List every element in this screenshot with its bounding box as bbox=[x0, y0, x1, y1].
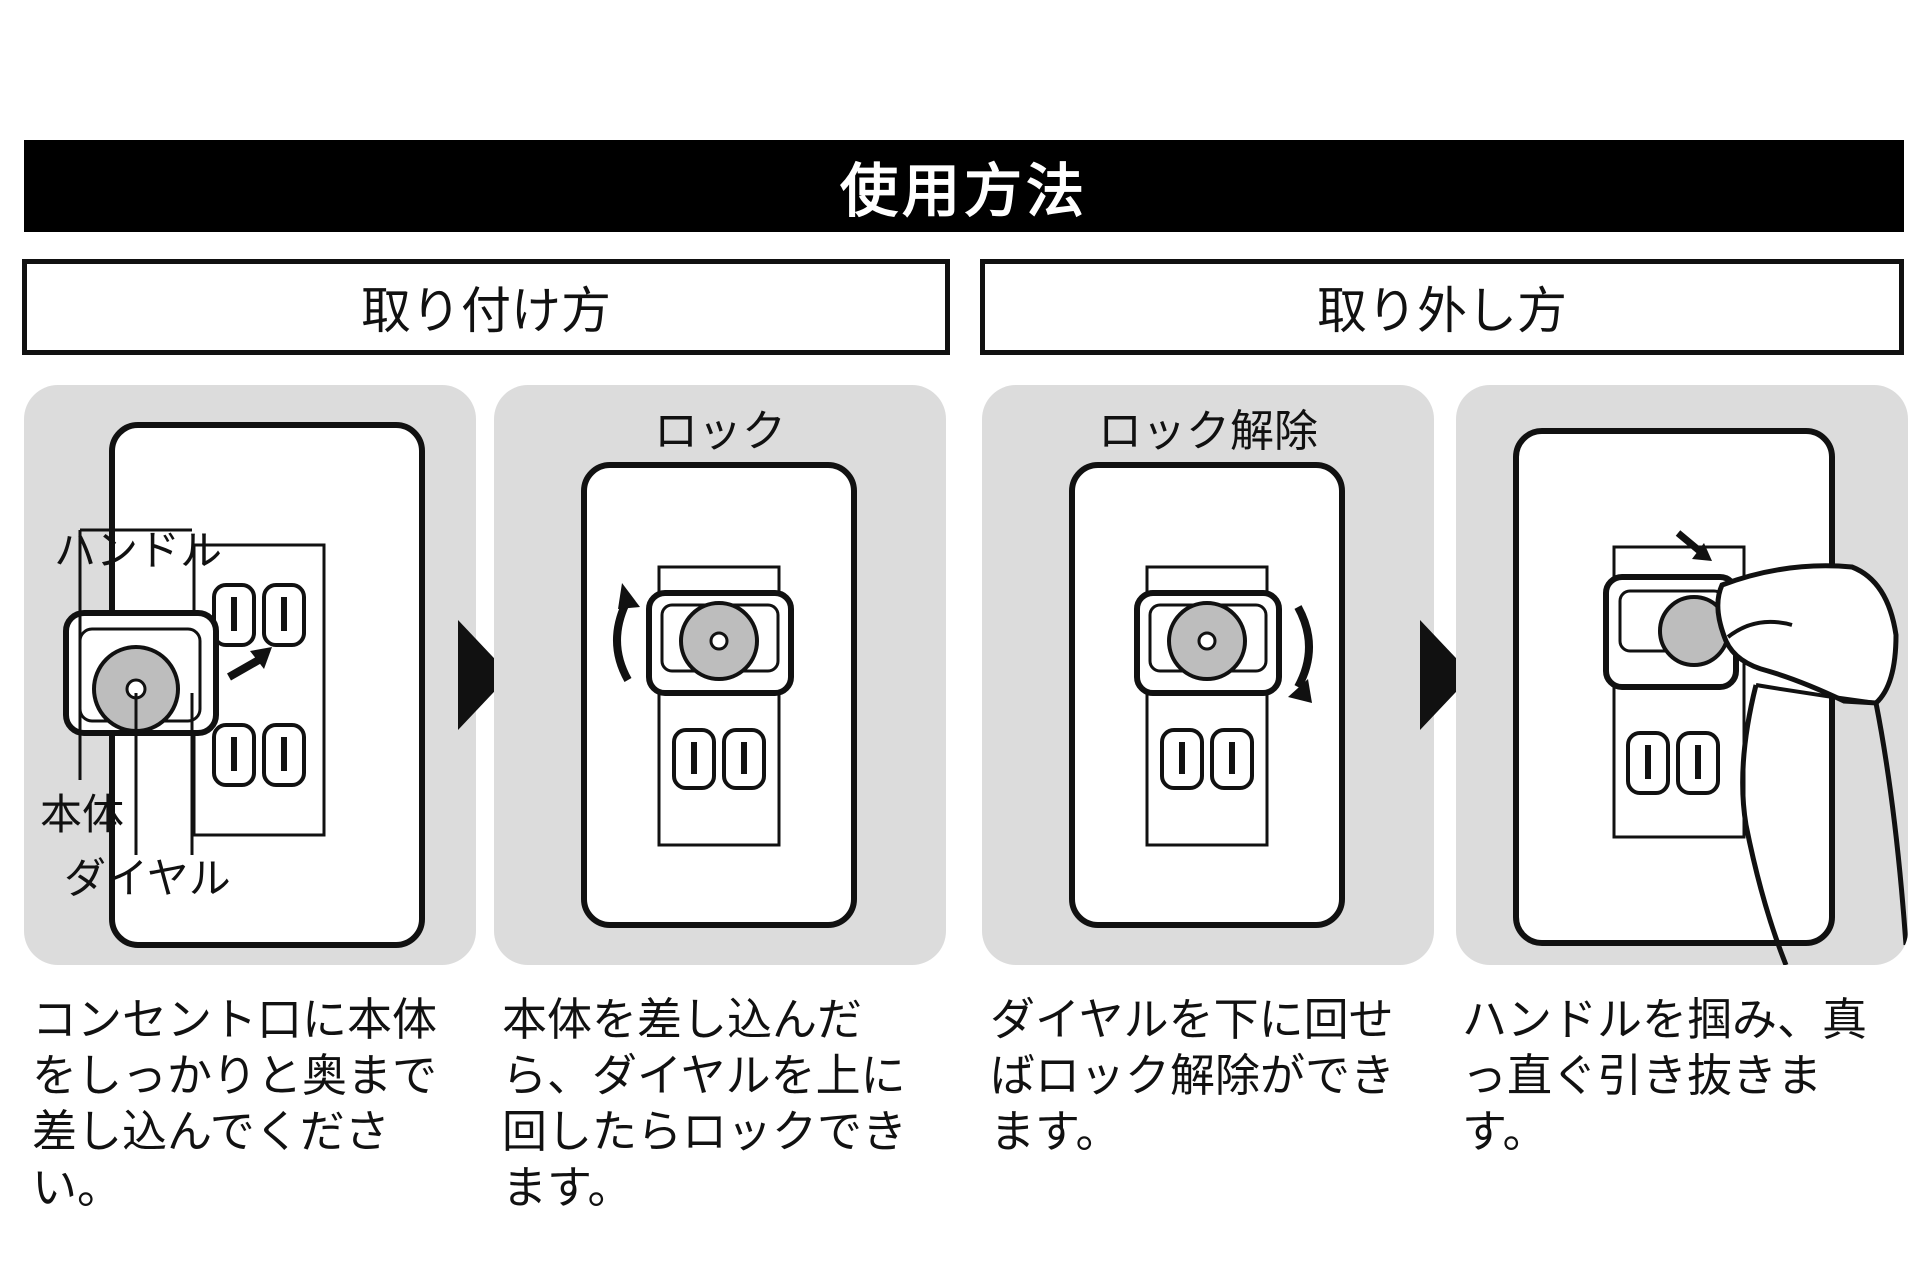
page-title: 使用方法 bbox=[839, 157, 1088, 225]
hand-icon bbox=[1715, 563, 1908, 965]
remove-illustration bbox=[1513, 428, 1908, 965]
cover-device bbox=[63, 610, 219, 736]
rotate-arrow-down-icon bbox=[1294, 605, 1313, 689]
caption-lock: 本体を差し込んだら、ダイヤルを上に回したらロックできます。 bbox=[502, 993, 908, 1214]
triangle-right-icon bbox=[458, 620, 510, 730]
outlet-lower bbox=[672, 728, 766, 790]
section-remove-label: 取り外し方 bbox=[1317, 282, 1567, 340]
insert-illustration bbox=[63, 422, 425, 948]
triangle-right-icon bbox=[1420, 620, 1472, 730]
callout-body: 本体 bbox=[40, 790, 125, 839]
title-bar: 使用方法 bbox=[24, 140, 1904, 232]
section-install-label: 取り付け方 bbox=[361, 282, 611, 340]
cover-device bbox=[1134, 590, 1282, 696]
panel-insert: ハンドル 本体 ダイヤル bbox=[24, 385, 476, 965]
caption-unlock: ダイヤルを下に回せばロック解除ができます。 bbox=[990, 993, 1396, 1158]
outlet-lower bbox=[212, 723, 306, 787]
caption-insert: コンセント口に本体をしっかりと奥まで差し込んでください。 bbox=[32, 993, 438, 1214]
section-remove: 取り外し方 bbox=[980, 259, 1904, 355]
outlet-lower bbox=[1626, 731, 1720, 795]
cover-device bbox=[646, 590, 794, 696]
pull-arrow-icon bbox=[1675, 530, 1705, 556]
caption-remove: ハンドルを掴み、真っ直ぐ引き抜きます。 bbox=[1462, 993, 1868, 1158]
unlock-illustration bbox=[1069, 462, 1345, 928]
step-label-lock: ロック bbox=[654, 406, 786, 457]
callout-handle: ハンドル bbox=[54, 526, 223, 575]
panel-remove bbox=[1456, 385, 1908, 965]
section-install: 取り付け方 bbox=[22, 259, 950, 355]
step-label-unlock: ロック解除 bbox=[1098, 406, 1318, 457]
panel-unlock: ロック解除 bbox=[982, 385, 1434, 965]
panel-lock: ロック bbox=[494, 385, 946, 965]
lock-illustration bbox=[581, 462, 857, 928]
cover-device bbox=[1603, 574, 1739, 690]
outlet-upper bbox=[212, 583, 306, 647]
outlet-lower bbox=[1160, 728, 1254, 790]
callout-dial: ダイヤル bbox=[64, 854, 231, 903]
